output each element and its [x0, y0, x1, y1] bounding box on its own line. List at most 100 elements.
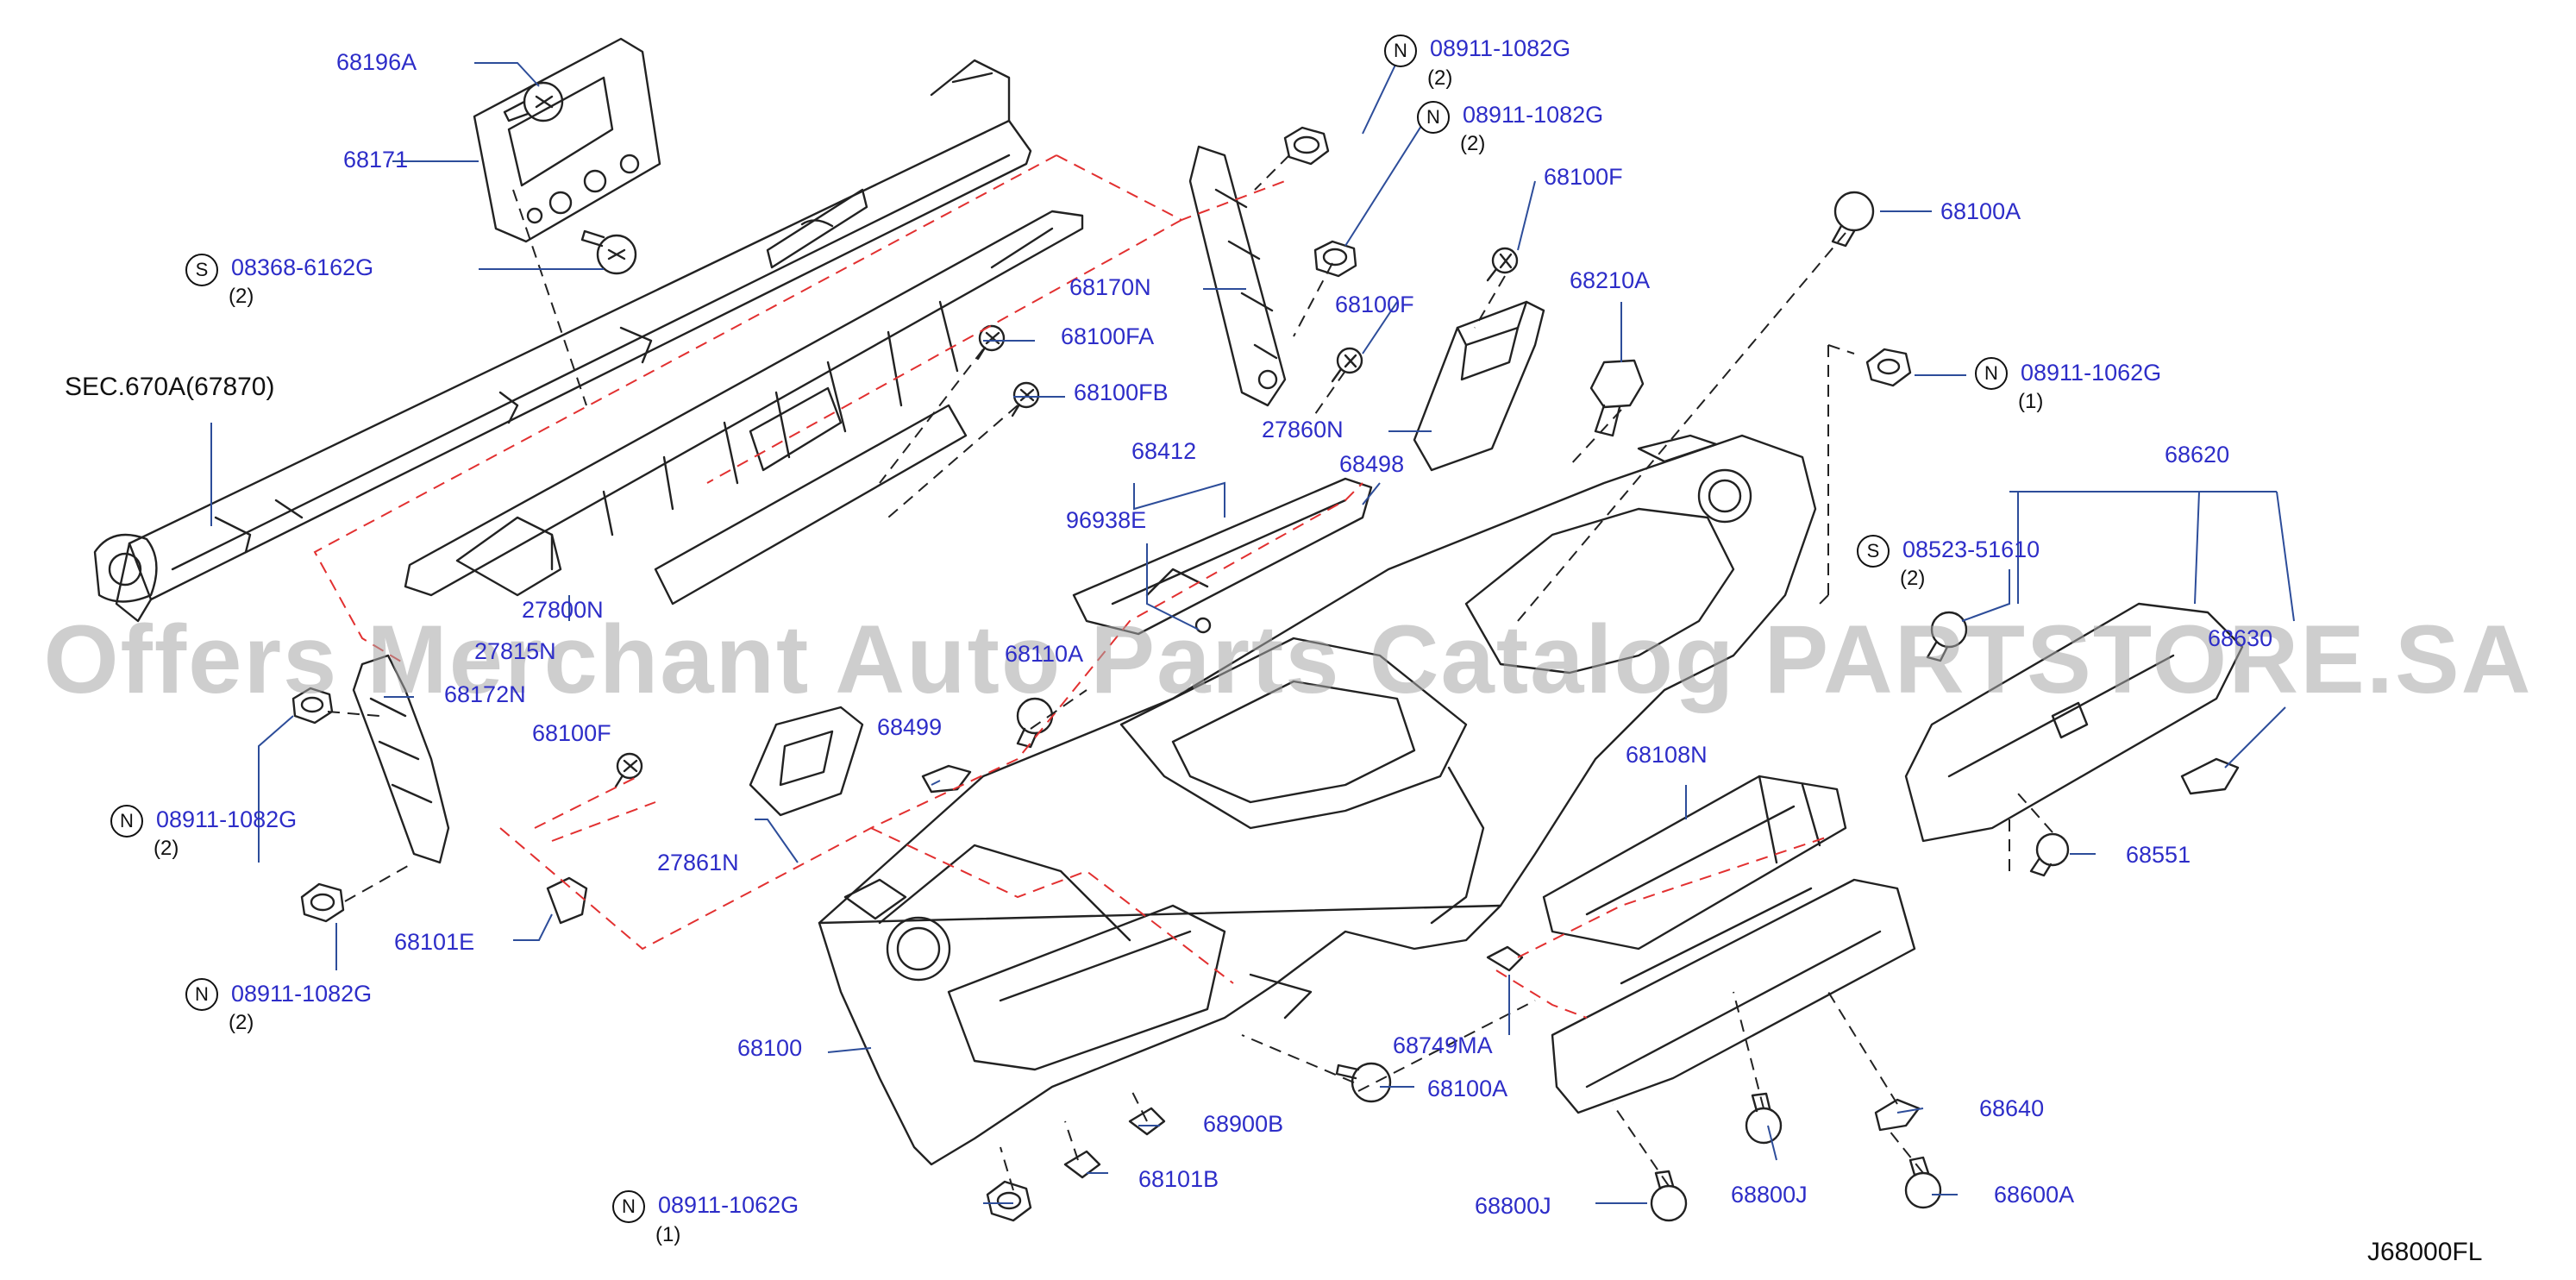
part-label-68498[interactable]: 68498 — [1339, 451, 1405, 477]
part-label-68110A[interactable]: 68110A — [1005, 641, 1084, 667]
part-label-08911-1082G-top-a[interactable]: 08911-1082G — [1430, 35, 1571, 61]
part-label-27861N[interactable]: 27861N — [657, 850, 739, 875]
part-label-68100F-left[interactable]: 68100F — [532, 720, 611, 746]
badge-n-icon: N — [612, 1190, 645, 1223]
screw-68100F — [1486, 247, 1519, 282]
qty-08911-1062G-bottom: (1) — [655, 1223, 681, 1246]
dashed-leaders — [327, 154, 2053, 1191]
clip-68101B — [1063, 1150, 1101, 1179]
badge-n-icon: N — [1384, 35, 1417, 67]
part-label-68170N[interactable]: 68170N — [1069, 274, 1151, 300]
screw-08368-6162G — [580, 229, 637, 275]
part-label-68800J-a[interactable]: 68800J — [1475, 1193, 1551, 1219]
clip-68499 — [921, 764, 972, 794]
qty-08911-1082G-top-b: (2) — [1460, 132, 1486, 155]
part-label-68100FA[interactable]: 68100FA — [1061, 323, 1155, 349]
screw-68196A — [503, 81, 564, 122]
qty-08368-6162G: (2) — [229, 285, 254, 308]
screw-68100FB — [1011, 381, 1040, 417]
steering-member-beam — [93, 59, 1032, 623]
part-label-08911-1062G-bottom[interactable]: 08911-1062G — [658, 1192, 799, 1218]
qty-08911-1082G-left-a: (2) — [154, 837, 179, 860]
part-label-08911-1082G-left-b[interactable]: 08911-1082G — [231, 981, 373, 1007]
part-label-96938E[interactable]: 96938E — [1066, 507, 1147, 533]
leader-lines — [210, 42, 2295, 1204]
clip-68101E — [546, 876, 588, 925]
part-label-08911-1062G-right[interactable]: 08911-1062G — [2021, 360, 2162, 386]
clip-68100A-bottom — [1335, 1062, 1392, 1103]
cluster-hood-68412 — [1072, 477, 1373, 636]
part-label-68100FB[interactable]: 68100FB — [1074, 380, 1169, 405]
part-label-68100[interactable]: 68100 — [737, 1035, 803, 1061]
part-label-68551[interactable]: 68551 — [2126, 842, 2191, 868]
screw-68800J-a — [1650, 1170, 1688, 1222]
badge-n-icon: N — [1417, 101, 1450, 134]
nut-08911-1062G-bottom — [986, 1180, 1032, 1222]
bracket-68172N — [352, 654, 450, 864]
part-label-27860N[interactable]: 27860N — [1262, 417, 1344, 442]
bolt-68210A — [1589, 359, 1645, 437]
part-label-68101B[interactable]: 68101B — [1138, 1166, 1219, 1192]
part-label-68100A-bottom[interactable]: 68100A — [1427, 1076, 1508, 1101]
screw-08523-51610 — [1926, 611, 1968, 662]
screw-68800J-b — [1745, 1092, 1783, 1145]
bracket-68170N — [1188, 145, 1287, 407]
nut-08911-1082G-b — [1313, 240, 1357, 278]
part-label-08911-1082G-left-a[interactable]: 08911-1082G — [156, 806, 298, 832]
badge-n-icon: N — [1975, 357, 2008, 390]
nut-08911-1062G-right — [1865, 348, 1912, 387]
badge-n-icon: N — [110, 805, 143, 838]
part-label-68108N[interactable]: 68108N — [1626, 742, 1708, 768]
glove-lid-68630 — [1904, 602, 2244, 843]
vent-27860N — [1413, 300, 1545, 472]
part-label-68640[interactable]: 68640 — [1979, 1095, 2045, 1121]
clip-68100A-top — [1831, 191, 1875, 248]
qty-08911-1062G-right: (1) — [2018, 390, 2044, 413]
glove-box-68108N — [1542, 775, 1916, 1114]
part-label-08368-6162G[interactable]: 08368-6162G — [231, 254, 374, 280]
part-label-68800J-b[interactable]: 68800J — [1731, 1182, 1808, 1208]
badge-n-icon: N — [185, 978, 218, 1011]
part-label-68100A-top[interactable]: 68100A — [1940, 198, 2021, 224]
part-label-68412[interactable]: 68412 — [1131, 438, 1197, 464]
qty-08911-1082G-top-a: (2) — [1427, 66, 1453, 90]
part-label-68172N[interactable]: 68172N — [444, 681, 526, 707]
instrument-panel-68100 — [818, 434, 1817, 1166]
part-label-68630[interactable]: 68630 — [2208, 625, 2273, 651]
part-label-68499[interactable]: 68499 — [877, 714, 943, 740]
nut-08911-1082G-a — [1283, 126, 1330, 166]
part-label-08911-1082G-top-b[interactable]: 08911-1082G — [1463, 102, 1604, 128]
bracket-68171 — [473, 37, 661, 243]
screw-68100F-b — [1331, 347, 1363, 383]
watermark: Offers Merchant Auto Parts Catalog PARTS… — [43, 605, 2533, 713]
part-label-68600A[interactable]: 68600A — [1994, 1182, 2075, 1208]
qty-08911-1082G-left-b: (2) — [229, 1011, 254, 1034]
screw-68600A — [1904, 1156, 1942, 1209]
diagram-ref-code: J68000FL — [2367, 1238, 2483, 1266]
part-label-68749MA[interactable]: 68749MA — [1393, 1032, 1493, 1058]
latch-68630 — [2180, 757, 2240, 795]
part-label-27800N[interactable]: 27800N — [522, 597, 604, 623]
screw-68100F-left — [614, 752, 643, 788]
part-label-27815N[interactable]: 27815N — [474, 638, 556, 664]
nut-08911-1082G-left-b — [300, 882, 345, 923]
part-label-68900B[interactable]: 68900B — [1203, 1111, 1284, 1137]
part-label-68196A[interactable]: 68196A — [336, 49, 417, 75]
duct-27800N — [404, 210, 1084, 605]
part-label-68171[interactable]: 68171 — [343, 147, 409, 173]
part-label-08523-51610[interactable]: 08523-51610 — [1902, 536, 2040, 562]
clip-68900B — [1128, 1107, 1166, 1136]
part-label-68101E[interactable]: 68101E — [394, 929, 475, 955]
clip-68749MA — [1486, 945, 1524, 972]
part-label-68100F-top[interactable]: 68100F — [1544, 164, 1623, 190]
section-ref-label[interactable]: SEC.670A(67870) — [65, 373, 275, 401]
badge-s-icon: S — [185, 254, 218, 286]
part-label-68620[interactable]: 68620 — [2165, 442, 2230, 467]
vent-27861N — [749, 706, 864, 817]
part-label-68210A[interactable]: 68210A — [1570, 267, 1651, 293]
part-label-68100F-mid[interactable]: 68100F — [1335, 292, 1414, 317]
clip-68640 — [1874, 1098, 1921, 1132]
clip-68551 — [2029, 832, 2070, 877]
qty-08523-51610: (2) — [1900, 567, 1926, 590]
